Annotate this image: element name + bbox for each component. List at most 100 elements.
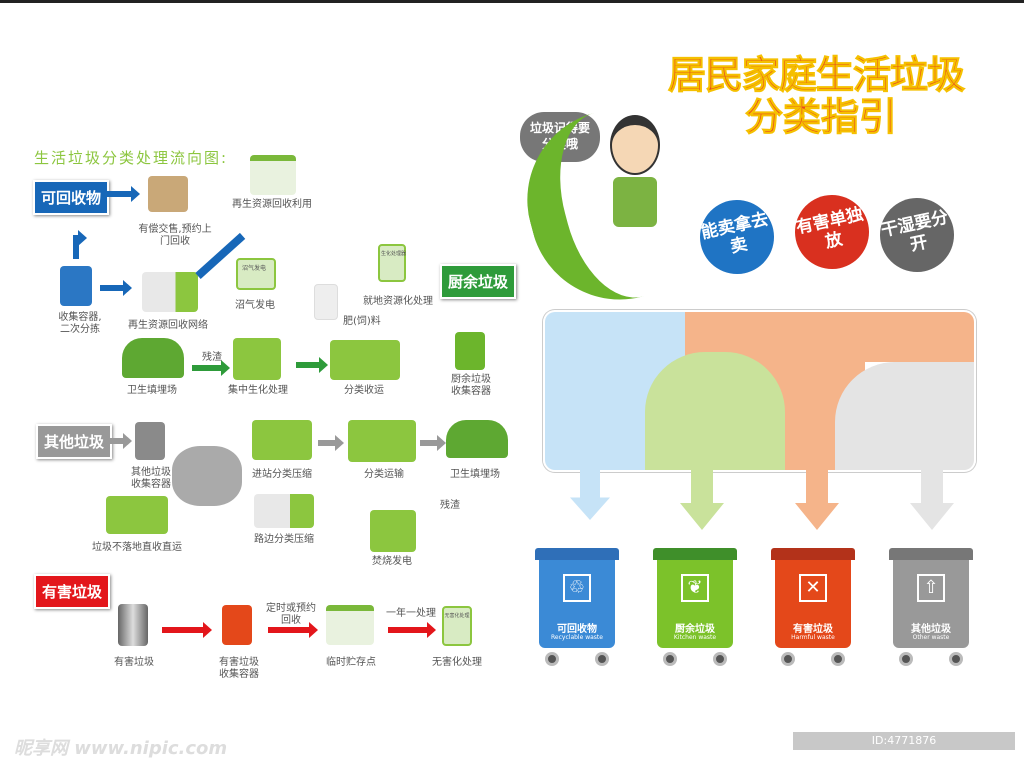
badge-text: 干湿要分开 [879, 207, 951, 256]
other-bin-icon [135, 422, 165, 460]
trees-icon [122, 338, 184, 378]
region-hazard-top [685, 312, 865, 352]
station-icon [252, 420, 312, 460]
badge-sellable: 能卖拿去卖 [693, 193, 781, 281]
label-transport: 分类运输 [364, 469, 404, 480]
label-storage: 临时贮存点 [326, 657, 376, 668]
label-other-container: 其他垃圾收集容器 [131, 467, 171, 490]
disposal-station-icon [442, 606, 472, 646]
arrow [388, 622, 436, 638]
bin-label: 可回收物 [557, 624, 597, 635]
recycle-icon: ♲ [563, 574, 591, 602]
bin-label: 厨余垃圾 [675, 624, 715, 635]
trees-icon [446, 420, 508, 458]
label-station: 进站分类压缩 [252, 469, 312, 480]
down-arrow-other [910, 470, 954, 530]
wheel [781, 652, 795, 666]
label-roadside: 路边分类压缩 [254, 534, 314, 545]
badge-text: 有害单独放 [794, 204, 866, 253]
arrow [318, 435, 344, 451]
wheel [713, 652, 727, 666]
label-fertilizer: 肥(饲)料 [343, 316, 381, 327]
category-other: 其他垃圾 [36, 424, 113, 459]
category-recyclable: 可回收物 [33, 180, 110, 215]
wheel [949, 652, 963, 666]
transport-truck-icon [348, 420, 416, 462]
bubble-text: 垃圾记得要分类哦 [530, 121, 591, 151]
cross-arrows-icon [172, 446, 242, 506]
compress-truck-icon [254, 494, 314, 528]
badge-text: 能卖拿去卖 [699, 209, 771, 258]
label-kitchen-container: 厨余垃圾收集容器 [451, 374, 491, 397]
incinerator-icon [370, 510, 416, 552]
down-arrow-hazard [795, 470, 839, 530]
arrow [268, 622, 318, 638]
kitchen-waste-icon: ❦ [681, 574, 709, 602]
label-network: 再生资源回收网络 [128, 320, 208, 331]
region-other-top [865, 312, 974, 362]
label-onsite: 就地资源化处理 [363, 296, 433, 307]
top-border [0, 0, 1024, 3]
label-collect: 分类收运 [344, 385, 384, 396]
region-kitchen [645, 352, 785, 470]
down-arrow-recyclable [570, 470, 610, 520]
wheel [663, 652, 677, 666]
house-icon [250, 155, 296, 195]
sign-onsite: 生化处理器 [381, 251, 407, 257]
hazard-bin-icon [222, 605, 252, 645]
hazard-icon: ✕ [799, 574, 827, 602]
badge-dry-wet: 干湿要分开 [873, 191, 961, 279]
label-sell: 有偿交售,预约上门回收 [138, 224, 212, 247]
sign-biogas: 沼气发电 [242, 265, 267, 272]
label-incinerate: 焚烧发电 [372, 556, 412, 567]
battery-icon [118, 604, 148, 646]
bin-label-en: Other waste [912, 634, 950, 641]
arrow [100, 280, 132, 296]
watermark-logo: 昵享网 www.nipic.com [14, 738, 228, 759]
badge-hazard: 有害单独放 [788, 188, 876, 276]
wheel [831, 652, 845, 666]
label-biogas: 沼气发电 [235, 300, 275, 311]
bin-label-en: Kitchen waste [673, 634, 717, 641]
down-arrow-kitchen [680, 470, 724, 530]
other-waste-icon: ⇧ [917, 574, 945, 602]
title-line1: 居民家庭生活垃圾 [667, 53, 965, 98]
bin-label-en: Recyclable waste [551, 634, 603, 641]
arrow [296, 357, 328, 373]
label-residue: 残渣 [202, 352, 222, 363]
watermark-id: ID:4771876 NO:20220914160708307100 [793, 732, 1015, 765]
van-icon [106, 496, 168, 534]
arrow [162, 622, 212, 638]
arrow [73, 230, 87, 259]
house-icon [326, 605, 374, 645]
label-yearly: 一年一处理 [386, 608, 436, 619]
scale-icon [148, 176, 188, 212]
label-hazard-item: 有害垃圾 [114, 657, 154, 668]
kitchen-bin-icon [455, 332, 485, 370]
fertilizer-bag-icon [314, 284, 338, 320]
factory-icon [233, 338, 281, 380]
title-line2: 分类指引 [744, 95, 898, 140]
waste-items-panel [543, 310, 976, 472]
region-other [835, 362, 974, 470]
bin-label-en: Harmful waste [791, 634, 835, 641]
label-disposal: 无害化处理 [432, 657, 482, 668]
label-reuse: 再生资源回收利用 [232, 199, 312, 210]
arrow [106, 186, 140, 202]
garbage-truck-icon [330, 340, 400, 380]
wheel [595, 652, 609, 666]
category-kitchen: 厨余垃圾 [440, 264, 517, 299]
flow-heading: 生活垃圾分类处理流向图: [34, 149, 229, 167]
cartoon-boy [610, 115, 670, 235]
label-container: 收集容器,二次分拣 [58, 312, 102, 335]
biogas-station-icon [236, 258, 276, 290]
arrow [104, 433, 132, 449]
bin-label: 有害垃圾 [793, 624, 833, 635]
label-hazard-container: 有害垃圾收集容器 [219, 657, 259, 680]
category-hazardous: 有害垃圾 [34, 574, 111, 609]
recycle-bin-icon [60, 266, 92, 306]
